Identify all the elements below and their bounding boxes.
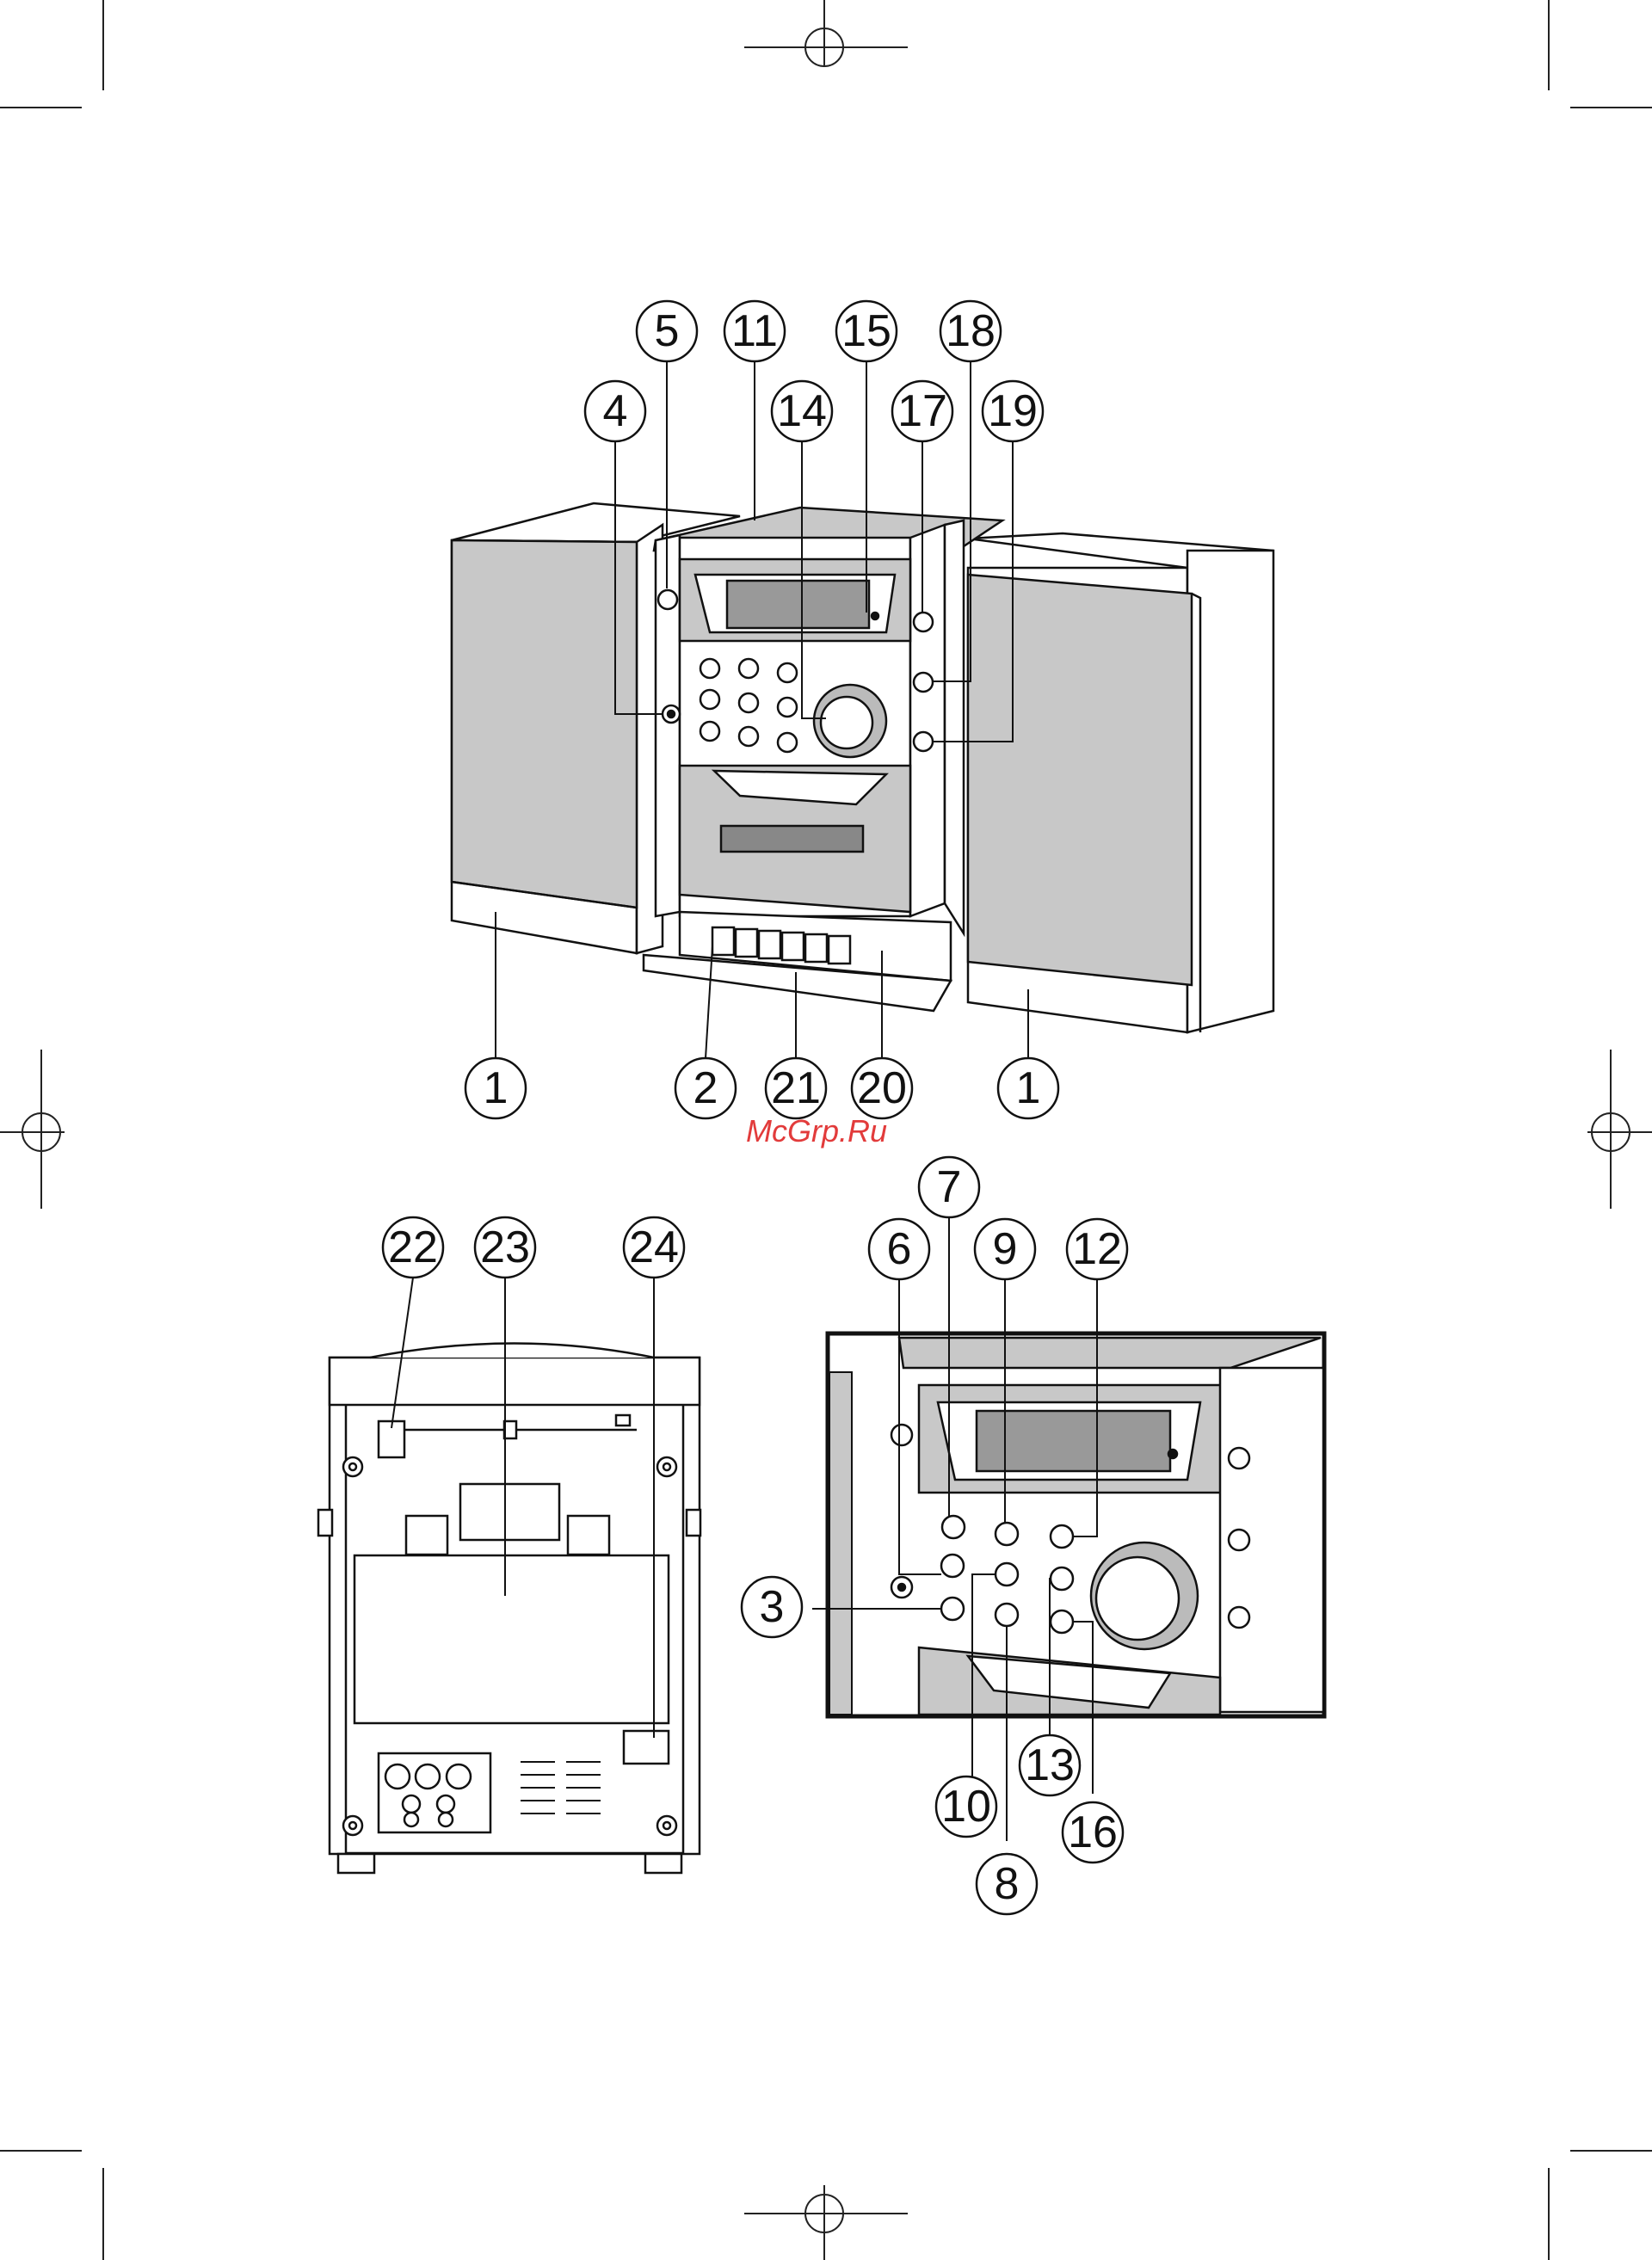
svg-text:1: 1 [484,1063,509,1113]
callout-21: 21 [766,1058,826,1118]
callout-20: 20 [852,1058,912,1118]
callout-15: 15 [836,301,897,361]
callout-7: 7 [919,1157,979,1217]
svg-text:20: 20 [857,1063,907,1113]
registration-target-right [1587,1050,1652,1209]
callout-8: 8 [977,1854,1037,1914]
svg-text:19: 19 [988,386,1038,436]
callout-16: 16 [1063,1802,1123,1863]
callout-9: 9 [975,1219,1035,1279]
callout-23: 23 [475,1217,535,1278]
front-view [452,360,1273,1058]
callout-22: 22 [383,1217,443,1278]
callout-24: 24 [624,1217,684,1278]
callout-13: 13 [1020,1735,1080,1795]
callout-1-right: 1 [998,1058,1058,1118]
svg-text:2: 2 [693,1063,718,1113]
svg-text:5: 5 [655,306,680,356]
callout-11: 11 [724,301,785,361]
callout-5: 5 [637,301,697,361]
registration-target-top [744,0,908,67]
callout-2: 2 [675,1058,736,1118]
callout-14: 14 [772,381,832,441]
callout-18: 18 [940,301,1001,361]
svg-text:13: 13 [1025,1740,1075,1790]
callout-3: 3 [742,1577,802,1637]
callout-1-left: 1 [465,1058,526,1118]
callout-10: 10 [936,1777,996,1837]
callout-17: 17 [892,381,952,441]
rear-view [318,1278,700,1873]
svg-text:22: 22 [388,1222,438,1272]
registration-target-bottom [744,2185,908,2260]
svg-text:4: 4 [603,386,628,436]
svg-text:6: 6 [887,1224,912,1274]
main-unit [644,508,1002,1011]
front-buttons [700,659,797,752]
svg-text:9: 9 [993,1224,1018,1274]
svg-text:1: 1 [1016,1063,1041,1113]
svg-text:21: 21 [771,1063,821,1113]
svg-text:3: 3 [760,1582,785,1632]
svg-text:18: 18 [946,306,996,356]
svg-text:17: 17 [897,386,947,436]
callout-4: 4 [585,381,645,441]
svg-text:8: 8 [995,1859,1020,1909]
registration-target-left [0,1050,65,1209]
svg-text:23: 23 [480,1222,530,1272]
svg-text:11: 11 [731,306,778,356]
watermark: McGrp.Ru [746,1113,887,1148]
callout-6: 6 [869,1219,929,1279]
svg-text:16: 16 [1068,1807,1118,1857]
svg-text:15: 15 [841,306,891,356]
svg-text:12: 12 [1072,1224,1122,1274]
right-speaker [968,533,1273,1032]
svg-text:7: 7 [937,1162,962,1212]
callout-19: 19 [983,381,1043,441]
svg-text:14: 14 [777,386,827,436]
svg-text:10: 10 [941,1782,991,1832]
callout-12: 12 [1067,1219,1127,1279]
svg-text:24: 24 [629,1222,679,1272]
